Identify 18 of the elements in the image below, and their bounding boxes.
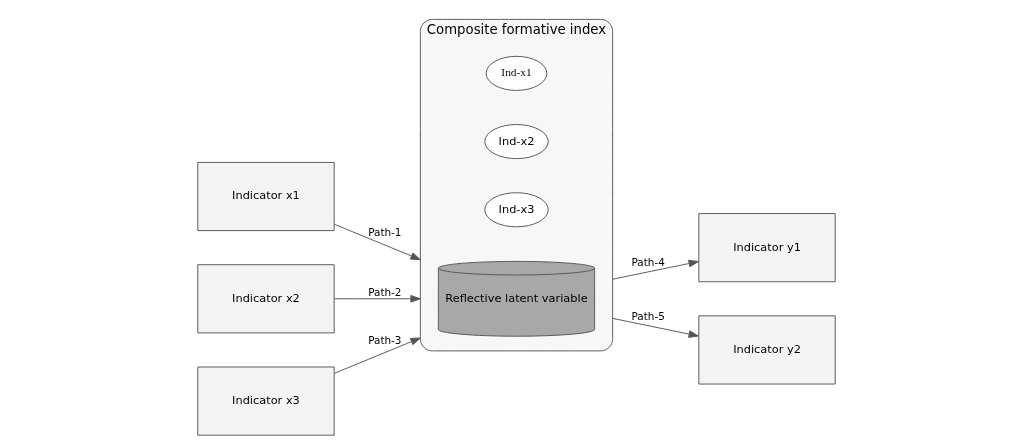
edge-label: Path-2 [368,285,402,298]
node-box: Indicator y1 [698,213,836,283]
arrow [333,337,421,374]
edge-label: Path-3 [368,334,402,347]
arrow [612,317,699,338]
node-ellipse: Ind-x1 [485,55,548,91]
edge-label: Path-4 [631,256,665,269]
edge-label: Path-1 [368,226,402,239]
node-ellipse: Ind-x3 [484,192,549,228]
node-box: Indicator x2 [197,264,335,334]
node-ellipse: Ind-x2 [484,124,549,160]
edge-label: Path-5 [631,310,665,323]
node-box: Indicator x1 [197,161,335,232]
arrow [333,295,421,303]
arrow [612,259,699,280]
arrow [333,223,421,261]
node-box: Indicator x3 [197,366,335,436]
node-box: Indicator y2 [698,315,836,385]
